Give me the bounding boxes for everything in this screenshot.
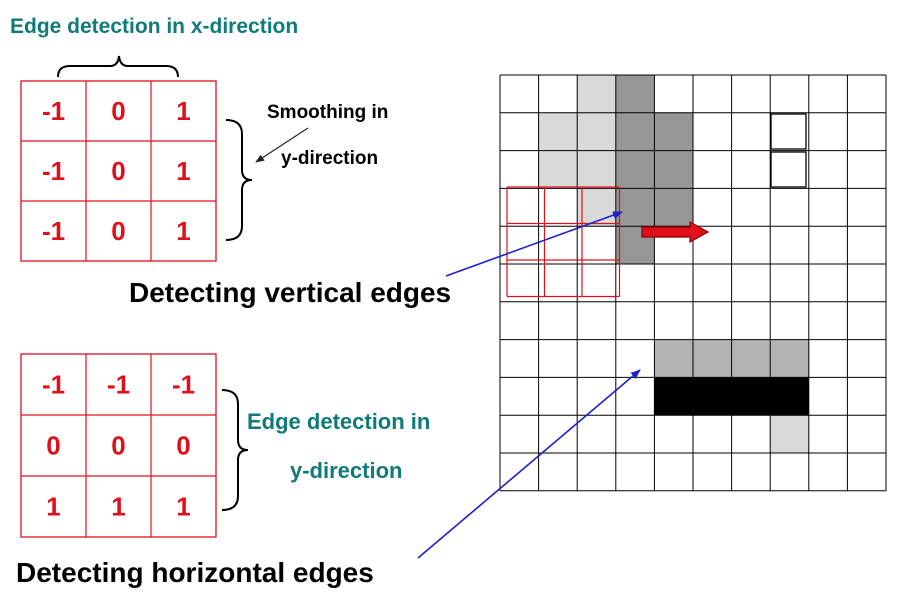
grid-cell-black <box>693 377 732 416</box>
grid-cell-light <box>577 75 616 113</box>
grid-cell-light <box>538 150 578 189</box>
vertical-edges-arrow <box>445 211 623 277</box>
grid-cell-dark <box>615 188 655 227</box>
kernel-x-border <box>20 80 217 262</box>
kernel-x-cell-value: -1 <box>42 96 65 126</box>
grid-cell-black <box>731 377 771 416</box>
grid-cell-mid <box>654 339 693 378</box>
scan-direction-arrow <box>641 220 710 244</box>
kernel-y-label-line2: y-direction <box>290 458 402 483</box>
grid-lines <box>499 74 887 492</box>
grid-cell-black <box>770 377 809 416</box>
smoothing-pointer-arrow <box>255 127 309 163</box>
kernel-y-cell-value: -1 <box>42 370 65 400</box>
grid-cell-light <box>538 112 578 151</box>
grid-cell-mid <box>693 339 732 378</box>
grid-cell-light <box>577 150 616 189</box>
kernel-y-cell-value: -1 <box>107 370 130 400</box>
kernel-overlay-window <box>506 186 621 298</box>
kernel-y-cell-value: 1 <box>111 492 125 522</box>
kernel-x-cell-value: -1 <box>42 216 65 246</box>
kernel-y-cell-value: 1 <box>176 492 190 522</box>
grid-cell-light <box>577 188 616 227</box>
kernel-y-label-line1: Edge detection in <box>247 409 430 434</box>
caption-horizontal-edges: Detecting horizontal edges <box>16 557 374 588</box>
grid-cell-dark <box>654 150 693 189</box>
kernel-x-cell-value: 0 <box>111 96 125 126</box>
grid-cell-mid <box>770 339 809 378</box>
kernel-y-cell-value: 0 <box>46 431 60 461</box>
smoothing-label-line2: y-direction <box>281 148 378 169</box>
highlighted-cells-top-right <box>770 113 807 188</box>
kernel-x-side-brace <box>225 119 253 241</box>
grid-cell-light <box>577 112 616 151</box>
kernel-y-cell-value: 0 <box>111 431 125 461</box>
grid-cell-dark <box>615 75 655 113</box>
kernel-x-top-brace <box>57 55 179 78</box>
grid-cell-dark <box>654 188 693 227</box>
kernel-x-cell-value: 1 <box>176 96 190 126</box>
smoothing-label-line1: Smoothing in <box>267 102 388 123</box>
kernel-x-cell-value: 1 <box>176 216 190 246</box>
image-pixel-grid <box>499 74 887 492</box>
kernel-x-cell-value: 0 <box>111 156 125 186</box>
kernel-x-matrix: -1 0 1 -1 0 1 -1 0 1 <box>20 80 217 262</box>
kernel-y-cell-value: 0 <box>176 431 190 461</box>
kernel-y-side-brace <box>221 389 249 511</box>
grid-shaded-cells <box>538 75 809 453</box>
grid-cell-dark <box>615 112 655 151</box>
grid-cell-dark <box>615 150 655 189</box>
kernel-x-cell-value: -1 <box>42 156 65 186</box>
grid-cell-light <box>770 415 809 453</box>
grid-cell-mid <box>731 339 771 378</box>
grid-cell-dark <box>654 112 693 151</box>
kernel-y-matrix: -1 -1 -1 0 0 0 1 1 1 <box>20 353 217 538</box>
kernel-y-border <box>20 353 217 538</box>
kernel-x-cell-value: 1 <box>176 156 190 186</box>
horizontal-edges-arrow <box>417 369 641 559</box>
kernel-x-title: Edge detection in x-direction <box>10 15 298 38</box>
grid-cell-black <box>654 377 693 416</box>
kernel-y-cell-value: 1 <box>46 492 60 522</box>
kernel-y-cell-value: -1 <box>172 370 195 400</box>
caption-vertical-edges: Detecting vertical edges <box>129 277 451 308</box>
kernel-x-cell-value: 0 <box>111 216 125 246</box>
